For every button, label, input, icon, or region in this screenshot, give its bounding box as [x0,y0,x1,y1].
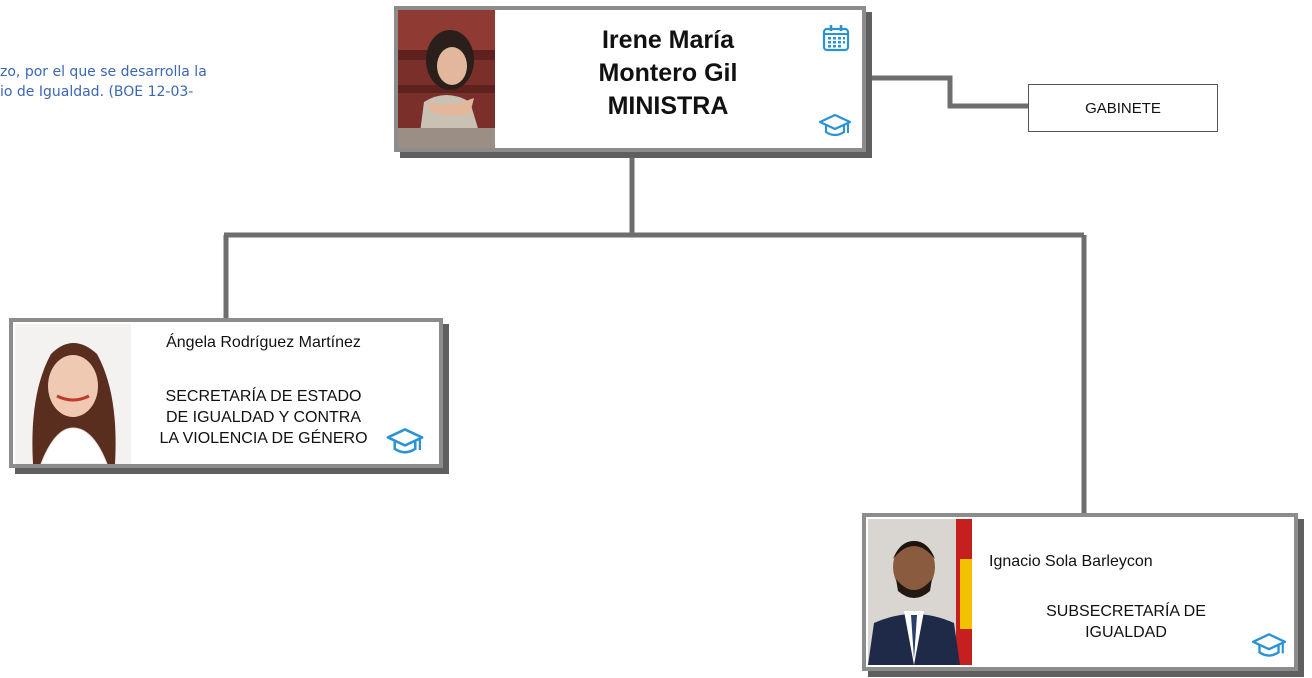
legal-reference-text[interactable]: zo, por el que se desarrolla la io de Ig… [0,64,207,100]
minister-name-line1: Irene María [601,26,734,54]
subsecretaria-unit-name: SUBSECRETARÍA DE IGUALDAD [1026,601,1226,643]
gabinete-node[interactable]: GABINETE [1028,84,1218,132]
secretaria-person-name: Ángela Rodríguez Martínez [166,334,361,351]
secretaria-unit-line3: LA VIOLENCIA DE GÉNERO [159,430,368,447]
minister-node[interactable]: Irene María Montero Gil MINISTRA [394,6,866,152]
minister-name-block: Irene María Montero Gil MINISTRA [548,24,788,123]
minister-photo [398,10,495,148]
minister-role: MINISTRA [607,92,729,120]
subsecretaria-photo [868,519,972,665]
secretaria-unit-line1: SECRETARÍA DE ESTADO [165,388,362,405]
graduation-cap-icon[interactable] [818,112,852,140]
subsecretaria-person-name: Ignacio Sola Barleycon [989,553,1153,570]
subsecretaria-unit-line2: IGUALDAD [1085,624,1167,641]
calendar-icon[interactable] [821,23,851,53]
graduation-cap-icon[interactable] [385,426,425,458]
secretaria-node[interactable]: Ángela Rodríguez Martínez SECRETARÍA DE … [9,318,443,468]
gabinete-label: GABINETE [1085,100,1161,117]
secretaria-photo [15,324,131,464]
subsecretaria-unit-line1: SUBSECRETARÍA DE [1046,603,1206,620]
secretaria-unit-name: SECRETARÍA DE ESTADO DE IGUALDAD Y CONTR… [131,386,396,449]
connector-minister-gabinete [868,75,1028,109]
graduation-cap-icon[interactable] [1251,631,1287,661]
subsecretaria-node[interactable]: Ignacio Sola Barleycon SUBSECRETARÍA DE … [862,513,1298,671]
minister-name-line2: Montero Gil [598,59,738,87]
secretaria-unit-line2: DE IGUALDAD Y CONTRA [165,409,361,426]
